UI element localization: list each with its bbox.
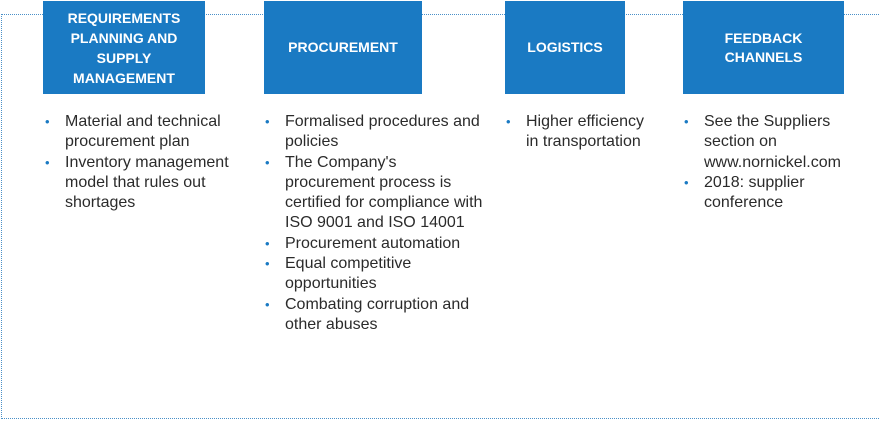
header-procurement: PROCUREMENT	[264, 1, 422, 94]
bullet-icon: •	[265, 235, 270, 251]
header-title: FEEDBACK CHANNELS	[724, 29, 803, 65]
list-item: • Procurement automation	[264, 234, 486, 254]
list-item: • Inventory management model that rules …	[45, 153, 229, 212]
list-logistics: • Higher efficiency in transportation	[505, 112, 655, 153]
header-title: PROCUREMENT	[288, 39, 398, 55]
list-item: • Equal competitive opportunities	[265, 255, 412, 293]
list-item: • Combating corruption and other abuses	[265, 295, 470, 333]
bullet-icon: •	[265, 296, 270, 312]
bullet-icon: •	[684, 114, 689, 129]
list-feedback-channels: • See the Suppliers section on www.norni…	[683, 112, 873, 213]
bullet-icon: •	[45, 114, 50, 129]
list-item: • Formalised procedures and policies	[265, 113, 480, 151]
header-title: LOGISTICS	[527, 39, 603, 55]
bullet-icon: •	[45, 154, 50, 170]
bullet-icon: •	[265, 114, 270, 129]
list-procurement: • Formalised procedures and policies • T…	[264, 112, 486, 335]
diagram-frame	[1, 14, 880, 419]
list-item: • Material and technical procurement pla…	[45, 113, 221, 151]
list-requirements-planning: • Material and technical procurement pla…	[44, 112, 249, 213]
header-requirements-planning: REQUIREMENTS PLANNING AND SUPPLY MANAGEM…	[43, 1, 205, 94]
list-item: • See the Suppliers section on www.norni…	[684, 113, 841, 171]
bullet-icon: •	[684, 174, 689, 190]
bullet-icon: •	[265, 256, 270, 272]
header-title: REQUIREMENTS PLANNING AND SUPPLY MANAGEM…	[67, 9, 181, 86]
header-feedback-channels: FEEDBACK CHANNELS	[683, 1, 844, 94]
list-item: • The Company's procurement process is c…	[265, 153, 483, 232]
list-item: • 2018: supplier conference	[684, 173, 805, 212]
bullet-icon: •	[265, 154, 270, 170]
bullet-icon: •	[506, 114, 511, 129]
header-logistics: LOGISTICS	[505, 1, 625, 94]
list-item: • Higher efficiency in transportation	[506, 113, 644, 151]
